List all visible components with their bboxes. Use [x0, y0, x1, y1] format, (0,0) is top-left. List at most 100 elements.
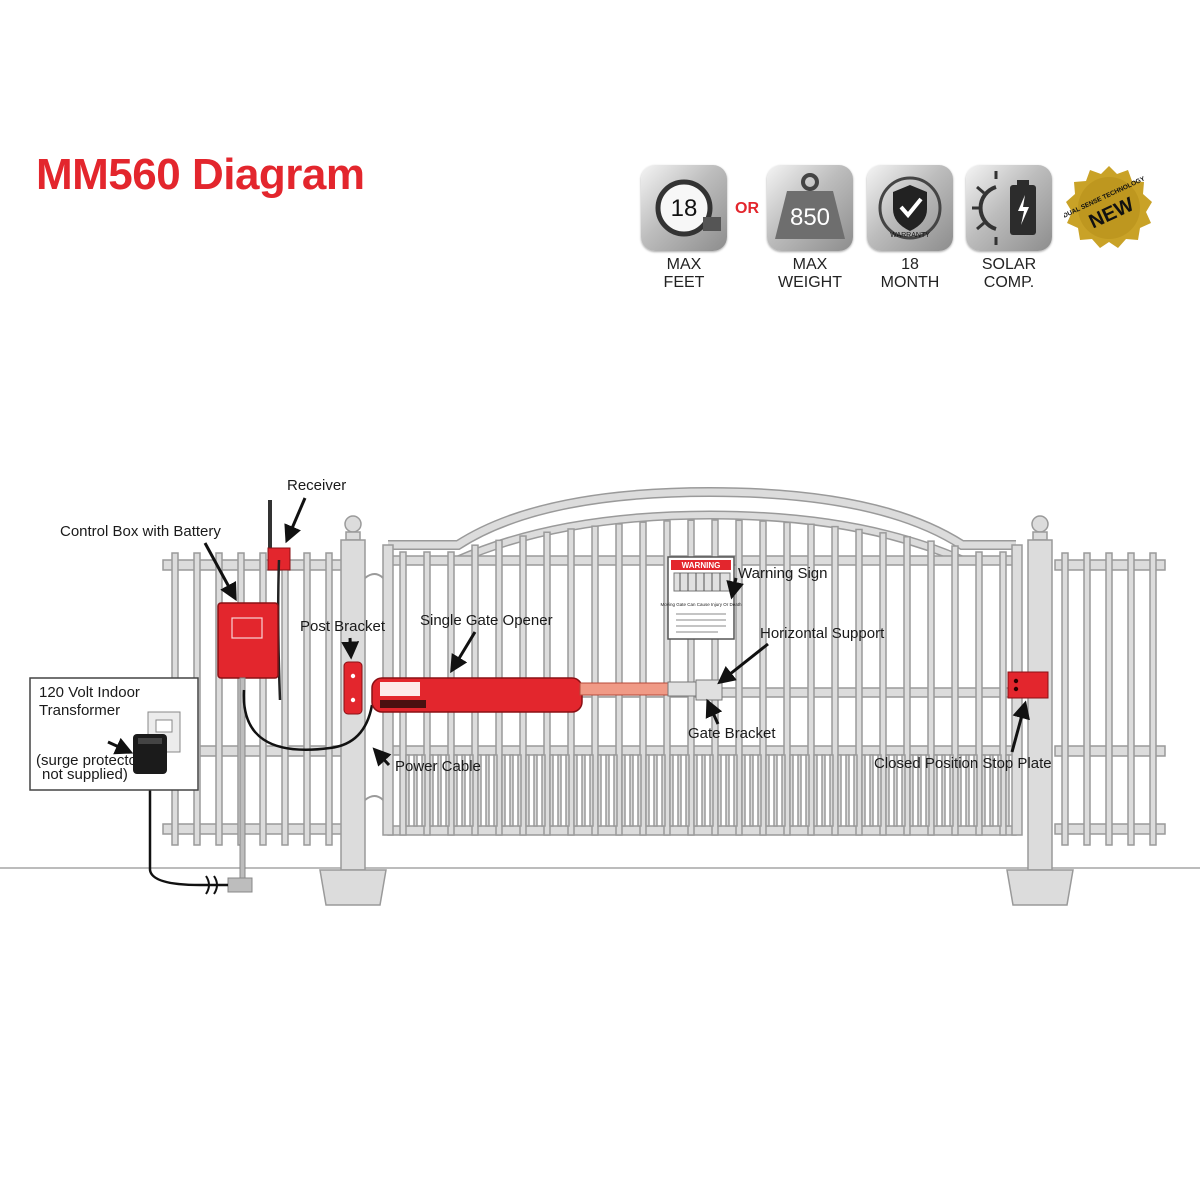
- callout-arrows: [107, 497, 1030, 767]
- gate-lower-picket: [517, 754, 522, 827]
- gate-lower-picket: [845, 754, 850, 827]
- gate-lower-picket: [725, 754, 730, 827]
- gate-picket: [855, 528, 863, 836]
- max-weight-label-line2: WEIGHT: [778, 274, 842, 291]
- horizontal-support-arrow: [717, 642, 769, 685]
- gate-lower-picket: [525, 754, 530, 827]
- gate-lower-picket: [733, 754, 738, 827]
- transformer-label-line2: Transformer: [39, 702, 120, 719]
- fence-picket: [259, 552, 267, 846]
- gate-lower-picket: [981, 754, 986, 827]
- gate-lower-picket: [773, 754, 778, 827]
- gate-lower-picket: [509, 754, 514, 827]
- gate-lower-picket: [829, 754, 834, 827]
- gate-lower-picket: [445, 754, 450, 827]
- power-cable-line: [242, 689, 374, 751]
- control-box: [217, 602, 279, 893]
- gate-lower-picket: [741, 754, 746, 827]
- gate-lower-picket: [685, 754, 690, 827]
- gate-lower-picket: [677, 754, 682, 827]
- gate-lower-picket: [581, 754, 586, 827]
- gate-lower-picket: [533, 754, 538, 827]
- gate-lower-picket: [453, 754, 458, 827]
- transformer-cable-line: [148, 770, 228, 887]
- gate-lower-picket: [557, 754, 562, 827]
- gate-lower-picket: [901, 754, 906, 827]
- gate-lower-picket: [941, 754, 946, 827]
- stop-plate-arrow: [1010, 700, 1030, 753]
- gate-picket: [615, 523, 623, 836]
- gate-lower-picket: [461, 754, 466, 827]
- gate-lower-picket: [805, 754, 810, 827]
- gate-lower-picket: [797, 754, 802, 827]
- gate-lower-picket: [693, 754, 698, 827]
- gate-picket: [999, 551, 1007, 836]
- solar-label: SOLAR COMP.: [959, 256, 1059, 292]
- max-weight-value: 850: [790, 204, 830, 231]
- gate-lower-picket: [749, 754, 754, 827]
- gate-lower-picket: [413, 754, 418, 827]
- warning-sign-header: WARNING: [682, 561, 721, 570]
- gate-lower-picket: [653, 754, 658, 827]
- right-fence-section: [1054, 552, 1166, 846]
- closed-position-stop-plate: [1007, 671, 1049, 699]
- warranty-badge: WARRANTY: [867, 165, 953, 251]
- gate-lower-picket: [717, 754, 722, 827]
- fence-picket: [215, 552, 223, 846]
- power-cable-label: Power Cable: [395, 758, 481, 775]
- gate-lower-picket: [605, 754, 610, 827]
- single-gate-opener: [371, 677, 723, 713]
- gate-lower-picket: [925, 754, 930, 827]
- gate-lower-picket: [437, 754, 442, 827]
- gate-bracket-arrow: [705, 698, 723, 725]
- gate-lower-picket: [613, 754, 618, 827]
- gate-lower-picket: [429, 754, 434, 827]
- max-weight-label-line1: MAX: [792, 256, 828, 273]
- max-weight-label: MAX WEIGHT: [760, 256, 860, 292]
- gate-lower-picket: [893, 754, 898, 827]
- gate-picket: [783, 521, 791, 836]
- gate-lower-picket: [589, 754, 594, 827]
- receiver-arrow: [284, 497, 307, 544]
- page-title: MM560 Diagram: [36, 150, 365, 199]
- gate-lower-picket: [549, 754, 554, 827]
- gate-lower-picket: [765, 754, 770, 827]
- post-bracket-label: Post Bracket: [300, 618, 386, 635]
- single-gate-opener-arrow: [450, 631, 477, 674]
- gate-lower-picket: [965, 754, 970, 827]
- gate-lower-picket: [573, 754, 578, 827]
- gate-lower-picket: [709, 754, 714, 827]
- gate-lower-picket: [629, 754, 634, 827]
- gate-lower-picket: [661, 754, 666, 827]
- solar-battery-icon: [972, 171, 1036, 245]
- max-feet-label-line2: FEET: [663, 274, 705, 291]
- post-bracket: [343, 661, 363, 715]
- warning-sign-label: Warning Sign: [738, 565, 828, 582]
- fence-picket: [281, 552, 289, 846]
- gate-lower-picket: [989, 754, 994, 827]
- gate-lower-picket: [701, 754, 706, 827]
- gate-lower-picket: [933, 754, 938, 827]
- surge-label-line2: not supplied): [42, 766, 128, 783]
- gate-lower-picket: [917, 754, 922, 827]
- gate-lower-picket: [421, 754, 426, 827]
- gate-lower-picket: [813, 754, 818, 827]
- arched-gate: [382, 486, 1023, 836]
- gate-lower-picket: [877, 754, 882, 827]
- gate-picket: [927, 540, 935, 836]
- gate-picket: [951, 545, 959, 836]
- max-feet-label-line1: MAX: [666, 256, 702, 273]
- warning-sign-arrow: [726, 577, 744, 600]
- gate-lower-picket: [949, 754, 954, 827]
- gate-lower-picket: [477, 754, 482, 827]
- gate-picket: [759, 520, 767, 836]
- gate-lower-picket: [757, 754, 762, 827]
- gate-lower-picket: [621, 754, 626, 827]
- fence-picket: [1127, 552, 1135, 846]
- warning-sign: WARNING Moving Gate Can Cause Injury Or …: [660, 556, 742, 640]
- gate-picket: [807, 523, 815, 836]
- fence-picket: [1083, 552, 1091, 846]
- control-box-arrow: [203, 542, 237, 602]
- gate-lower-picket: [565, 754, 570, 827]
- warning-sign-body: Moving Gate Can Cause Injury Or Death: [660, 602, 742, 607]
